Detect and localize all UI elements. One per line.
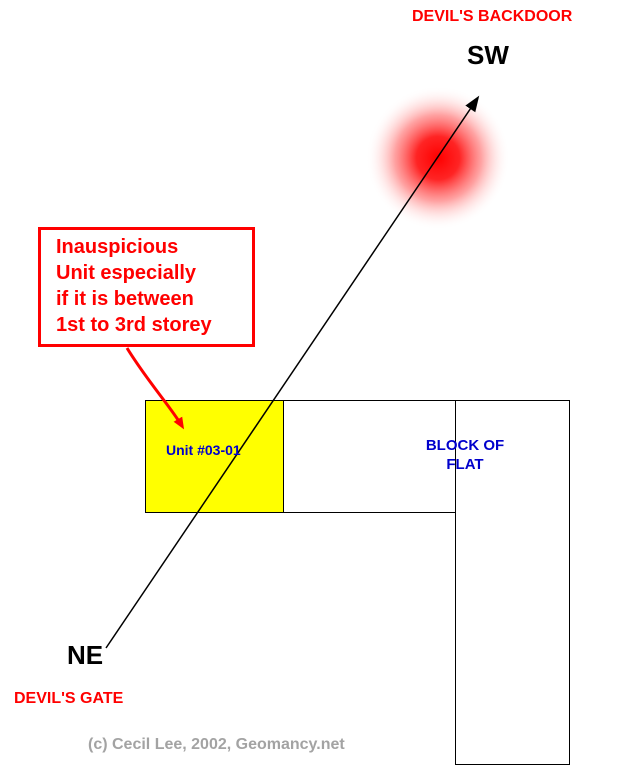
devils-gate-label: DEVIL'S GATE — [14, 690, 124, 707]
ne-sw-axis-arrow — [105, 95, 480, 649]
copyright-label: (c) Cecil Lee, 2002, Geomancy.net — [88, 736, 345, 753]
building-vertical-wing — [455, 400, 570, 765]
callout-line: Unit especially — [56, 262, 197, 284]
callout-line: Inauspicious — [56, 236, 179, 258]
callout-line: 1st to 3rd storey — [56, 314, 212, 336]
unit-number-label: Unit #03-01 — [166, 442, 241, 458]
sw-compass-label: SW — [467, 40, 509, 70]
block-of-flat-label-line2: FLAT — [446, 456, 484, 473]
inauspicious-callout-box: Inauspicious Unit especially if it is be… — [38, 227, 255, 347]
callout-pointer-arrow — [125, 347, 185, 430]
block-of-flat-label-line1: BLOCK OF — [425, 437, 505, 454]
devils-backdoor-label: DEVIL'S BACKDOOR — [412, 8, 573, 25]
block-of-flat-label: BLOCK OF FLAT — [410, 436, 520, 474]
ne-compass-label: NE — [67, 640, 104, 670]
callout-line: if it is between — [56, 288, 194, 310]
